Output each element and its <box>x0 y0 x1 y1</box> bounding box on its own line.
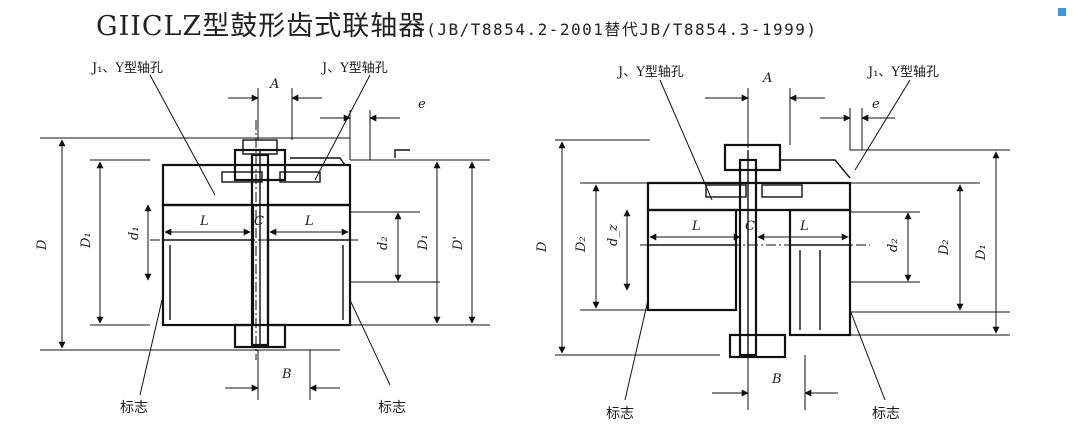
right-dim-d2-left: D₂ <box>574 236 589 253</box>
title-standard: (JB/T8854.2-2001替代JB/T8854.3-1999) <box>426 20 818 39</box>
right-mark-label-right: 标志 <box>872 406 900 422</box>
right-dim-a: A <box>762 71 772 86</box>
left-dim-b: B <box>281 367 292 382</box>
right-dim-d-outer: D <box>535 241 550 253</box>
left-mark-label-left: 标志 <box>120 400 148 416</box>
left-mark-label-right: 标志 <box>378 400 406 416</box>
left-dim-d1-bore: d₁ <box>127 226 142 240</box>
left-dim-d2-bore: d₂ <box>376 236 391 250</box>
left-dim-d-prime: D' <box>451 236 466 251</box>
left-dim-a: A <box>269 77 279 92</box>
right-dim-dz-bore: d_z <box>606 224 621 246</box>
right-dim-e: e <box>872 97 880 112</box>
right-dim-c: C <box>745 219 755 234</box>
left-dim-d1-left: D₁ <box>79 232 94 249</box>
right-hole-label-jy: J、Y型轴孔 <box>616 65 684 80</box>
right-dim-d2-bore: d₂ <box>886 238 901 252</box>
right-hole-label-j1y: J₁、Y型轴孔 <box>866 65 939 80</box>
right-dim-l-right: L <box>799 219 809 234</box>
right-dim-d2-right: D₂ <box>937 239 952 256</box>
right-mark-label-left: 标志 <box>606 406 634 422</box>
right-dim-d1: D₁ <box>974 244 989 261</box>
right-dim-b: B <box>771 372 782 387</box>
left-dim-d-outer: D <box>35 239 50 251</box>
left-hole-label-jy: J、Y型轴孔 <box>320 61 388 76</box>
diagram-title: GIICLZ型鼓形齿式联轴器(JB/T8854.2-2001替代JB/T8854… <box>96 4 818 43</box>
left-dim-d1-right: D₁ <box>416 234 431 251</box>
accent-marker <box>1058 8 1066 16</box>
left-dim-l-left: L <box>199 214 209 229</box>
left-dim-e: e <box>418 97 426 112</box>
left-dim-l-right: L <box>304 214 314 229</box>
title-main: GIICLZ型鼓形齿式联轴器 <box>96 11 427 42</box>
right-dim-l-left: L <box>691 219 701 234</box>
left-dim-c: C <box>254 214 264 229</box>
left-hole-label-j1y: J₁、Y型轴孔 <box>90 61 163 76</box>
left-coupling-view <box>40 74 490 400</box>
right-coupling-view <box>555 79 1010 410</box>
